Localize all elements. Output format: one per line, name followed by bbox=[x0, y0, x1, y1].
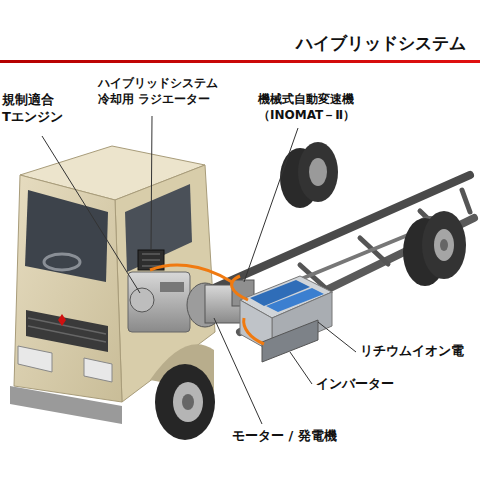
leader-lines bbox=[42, 116, 356, 424]
part-label: インバーター bbox=[316, 376, 394, 393]
hybrid-cables bbox=[150, 265, 264, 344]
part-label: 機械式自動変速機 （INOMAT－Ⅱ） bbox=[258, 92, 370, 123]
part-label: モーター / 発電機 bbox=[232, 428, 337, 445]
inverter bbox=[262, 320, 318, 362]
front-wheel bbox=[155, 364, 215, 440]
rear-far-wheels bbox=[280, 142, 338, 208]
part-label: リチウムイオン電 bbox=[360, 343, 464, 360]
part-label: 規制適合 Tエンジン bbox=[2, 92, 65, 126]
part-label: ハイブリッドシステム 冷却用 ラジエーター bbox=[98, 76, 224, 107]
engine bbox=[128, 272, 190, 332]
title-rule bbox=[0, 60, 480, 63]
rear-near-wheels bbox=[403, 211, 466, 286]
diagram-title: ハイブリッドシステム bbox=[296, 32, 466, 54]
